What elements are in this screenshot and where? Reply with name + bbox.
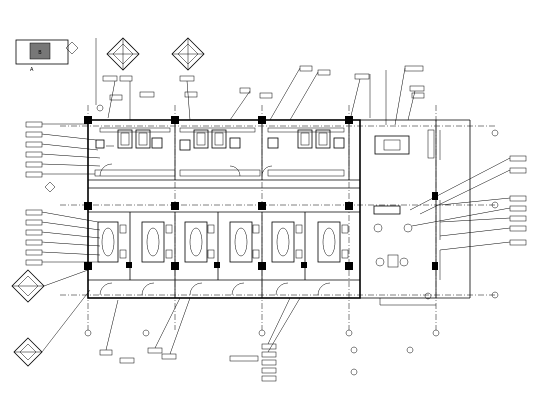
section-marker-2 xyxy=(171,37,205,71)
grid-axes xyxy=(60,104,499,337)
upper-rooms xyxy=(88,120,360,189)
legend-block: B A xyxy=(15,39,79,73)
lower-rooms xyxy=(88,211,360,298)
right-callouts xyxy=(409,155,527,251)
legend-frame xyxy=(15,39,69,65)
scale-note-box xyxy=(229,355,259,362)
section-marker-1 xyxy=(106,37,140,71)
left-callouts xyxy=(25,121,101,266)
top-tags xyxy=(102,65,425,126)
legend-letter-b: B xyxy=(38,50,42,56)
legend-caption: A xyxy=(30,67,34,73)
bottom-callouts xyxy=(99,297,414,382)
lobby-area xyxy=(373,129,441,300)
left-section-markers xyxy=(11,269,91,367)
structural-columns xyxy=(84,116,438,270)
legend-swatch xyxy=(29,42,51,60)
